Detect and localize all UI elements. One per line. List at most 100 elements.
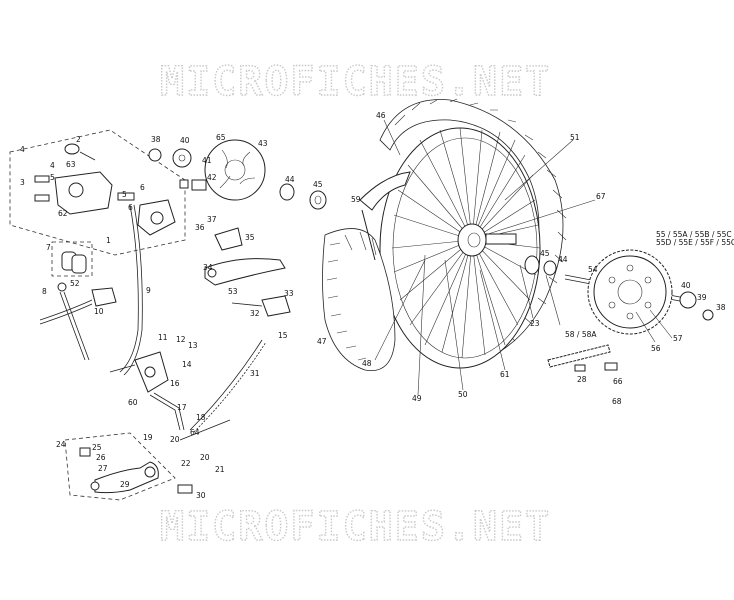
label-15: 15 <box>278 331 288 340</box>
label-61: 61 <box>500 370 510 379</box>
label-27: 27 <box>98 464 108 473</box>
label-4b: 4 <box>50 161 55 170</box>
master-cylinder <box>39 282 117 361</box>
label-42: 42 <box>207 173 217 182</box>
label-7: 7 <box>46 243 51 252</box>
label-1: 1 <box>106 236 111 245</box>
right-hub-parts <box>679 291 714 321</box>
label-11: 11 <box>158 333 168 342</box>
label-63: 63 <box>66 160 76 169</box>
label-16: 16 <box>170 379 180 388</box>
label-23: 23 <box>530 319 540 328</box>
sprocket <box>587 249 673 335</box>
label-66: 66 <box>613 377 623 386</box>
label-39: 39 <box>697 293 707 302</box>
label-60: 60 <box>128 398 138 407</box>
label-37: 37 <box>207 215 217 224</box>
label-55b: 55D / 55E / 55F / 55G <box>656 238 734 247</box>
torque-arm <box>204 258 286 286</box>
label-59: 59 <box>351 195 361 204</box>
label-44b: 44 <box>558 255 568 264</box>
leader-lines <box>374 119 673 396</box>
label-62: 62 <box>58 209 68 218</box>
label-51: 51 <box>570 133 580 142</box>
label-54: 54 <box>588 265 598 274</box>
label-2: 2 <box>76 135 81 144</box>
label-36: 36 <box>195 223 205 232</box>
part-number-labels: 1 2 3 4 4 5 5 6 6 7 8 9 10 11 12 13 14 1… <box>20 111 734 500</box>
bracket-35 <box>214 227 243 251</box>
label-14: 14 <box>182 360 192 369</box>
label-45b: 45 <box>540 249 550 258</box>
label-65: 65 <box>216 133 226 142</box>
label-45a: 45 <box>313 180 323 189</box>
drive-chain <box>547 344 618 372</box>
spacers-right <box>524 255 557 276</box>
label-40b: 40 <box>681 281 691 290</box>
label-3: 3 <box>20 178 25 187</box>
label-22: 22 <box>181 459 191 468</box>
label-18: 18 <box>196 413 206 422</box>
label-53: 53 <box>228 287 238 296</box>
watermark-bottom: MICROFICHES.NET <box>160 504 551 550</box>
label-13: 13 <box>188 341 198 350</box>
label-35: 35 <box>245 233 255 242</box>
label-56: 56 <box>651 344 661 353</box>
brake-pedal <box>64 432 193 501</box>
label-20b: 20 <box>200 453 210 462</box>
label-26: 26 <box>96 453 106 462</box>
label-38a: 38 <box>151 135 161 144</box>
label-19: 19 <box>143 433 153 442</box>
label-31: 31 <box>250 369 260 378</box>
label-9: 9 <box>146 286 151 295</box>
label-67: 67 <box>596 192 606 201</box>
label-20a: 20 <box>170 435 180 444</box>
cable-adjuster <box>231 295 291 317</box>
label-57: 57 <box>673 334 683 343</box>
brake-pads <box>51 241 93 277</box>
label-25: 25 <box>92 443 102 452</box>
label-21: 21 <box>215 465 225 474</box>
hub-small-parts <box>148 148 207 191</box>
label-5b: 5 <box>122 190 127 199</box>
label-6a: 6 <box>140 183 145 192</box>
label-28: 28 <box>577 375 587 384</box>
label-52: 52 <box>70 279 80 288</box>
label-43: 43 <box>258 139 268 148</box>
label-40a: 40 <box>180 136 190 145</box>
label-46: 46 <box>376 111 386 120</box>
label-24: 24 <box>56 440 66 449</box>
watermark-top: MICROFICHES.NET <box>160 59 551 105</box>
label-5a: 5 <box>50 173 55 182</box>
label-30: 30 <box>196 491 206 500</box>
label-12: 12 <box>176 335 186 344</box>
rear-wheel <box>322 98 567 372</box>
label-10: 10 <box>94 307 104 316</box>
caliper-group <box>9 129 186 256</box>
label-33: 33 <box>284 289 294 298</box>
label-8: 8 <box>42 287 47 296</box>
label-34: 34 <box>203 263 213 272</box>
brake-disc <box>204 139 266 201</box>
label-50: 50 <box>458 390 468 399</box>
label-58: 58 / 58A <box>565 330 597 339</box>
label-6b: 6 <box>128 203 133 212</box>
label-41: 41 <box>202 156 212 165</box>
label-4a: 4 <box>20 145 25 154</box>
label-68: 68 <box>612 397 622 406</box>
label-32: 32 <box>250 309 260 318</box>
label-38b: 38 <box>716 303 726 312</box>
label-48: 48 <box>362 359 372 368</box>
label-55a: 55 / 55A / 55B / 55C <box>656 230 732 239</box>
label-49: 49 <box>412 394 422 403</box>
label-44a: 44 <box>285 175 295 184</box>
label-47: 47 <box>317 337 327 346</box>
label-29: 29 <box>120 480 130 489</box>
label-17: 17 <box>177 403 187 412</box>
brake-cable <box>189 339 263 431</box>
rear-master-cylinder <box>109 351 185 431</box>
brake-hose <box>119 204 139 373</box>
label-64: 64 <box>190 428 200 437</box>
